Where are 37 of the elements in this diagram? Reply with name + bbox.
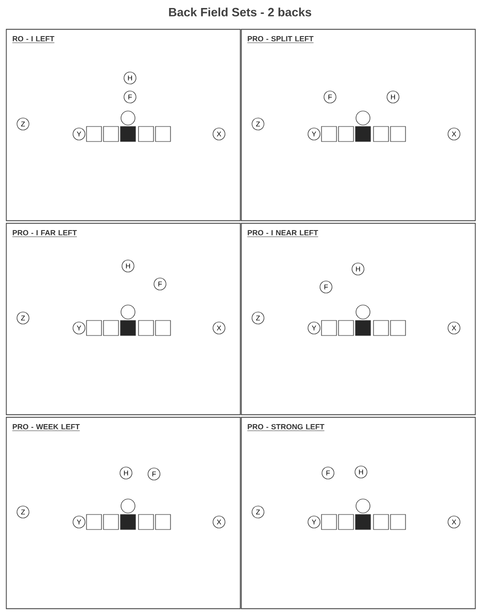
- lineman-square: [338, 320, 354, 336]
- quarterback-circle: [120, 304, 136, 320]
- lineman-square: [373, 320, 389, 336]
- lineman-square: [390, 514, 406, 530]
- lineman-square: [321, 514, 337, 530]
- center-square: [120, 514, 136, 530]
- lineman-square: [155, 126, 171, 142]
- center-square: [355, 320, 371, 336]
- lineman-square: [86, 320, 102, 336]
- lineman-square: [103, 514, 119, 530]
- center-square: [355, 126, 371, 142]
- lineman-square: [373, 514, 389, 530]
- lineman-square: [86, 514, 102, 530]
- lineman-square: [138, 514, 154, 530]
- center-square: [120, 320, 136, 336]
- lineman-square: [390, 320, 406, 336]
- lineman-square: [103, 320, 119, 336]
- lineman-square: [86, 126, 102, 142]
- quarterback-circle: [356, 110, 370, 126]
- center-square: [355, 514, 371, 530]
- lineman-square: [155, 320, 171, 336]
- lineman-square: [321, 320, 337, 336]
- lineman-square: [338, 126, 354, 142]
- quarterback-circle: [120, 498, 136, 514]
- title: Back Field Sets - 2 backs: [169, 8, 312, 16]
- quarterback-circle: [120, 110, 136, 126]
- lineman-square: [321, 126, 337, 142]
- quarterback-circle: [356, 498, 370, 514]
- lineman-square: [138, 320, 154, 336]
- lineman-square: [155, 514, 171, 530]
- lineman-square: [390, 126, 406, 142]
- lineman-square: [338, 514, 354, 530]
- quarterback-circle: [356, 304, 370, 320]
- lineman-square: [138, 126, 154, 142]
- lineman-square: [373, 126, 389, 142]
- center-square: [120, 126, 136, 142]
- lineman-square: [103, 126, 119, 142]
